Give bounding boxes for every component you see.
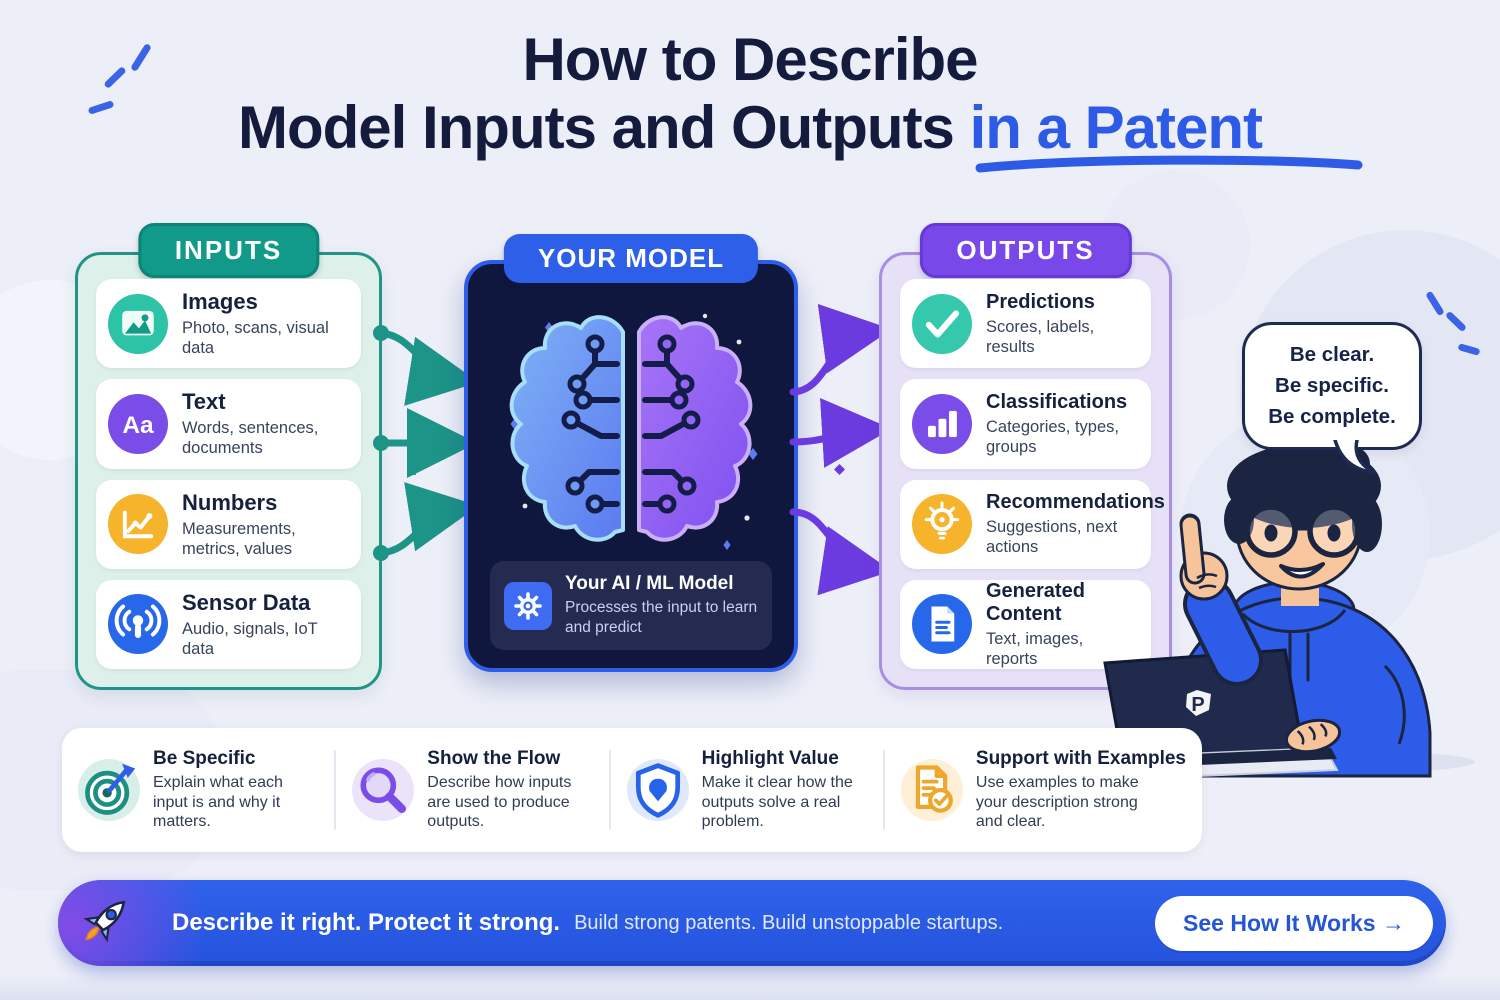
title-accent: in a Patent [970, 95, 1363, 173]
tip-title: Be Specific [153, 748, 256, 770]
speech-bubble: Be clear. Be specific. Be complete. [1242, 322, 1422, 475]
output-item-desc: Text, images, reports [986, 629, 1084, 668]
see-how-it-works-button[interactable]: See How It Works → [1155, 895, 1433, 951]
tip-title: Show the Flow [427, 748, 561, 770]
shield-icon [626, 758, 689, 821]
output-item-title: Classifications [986, 390, 1128, 413]
lightbulb-icon [912, 494, 972, 555]
gear-icon [504, 581, 552, 630]
tip-support-with-examples: Support with Examples Use examples to ma… [885, 748, 1202, 832]
check-icon [912, 293, 972, 354]
tip-desc: Use examples to make your description st… [975, 774, 1139, 831]
outputs-header-badge: OUTPUTS [919, 223, 1132, 278]
document-check-icon [900, 758, 963, 821]
bar-chart-icon [912, 393, 972, 454]
model-card-desc: Processes the input to learn and predict [565, 599, 758, 637]
title-line-2: Model Inputs and Outputs in a Patent [0, 93, 1500, 173]
brain-circuit-icon [509, 313, 758, 550]
divider [608, 750, 611, 830]
model-card-title: Your AI / ML Model [565, 573, 734, 595]
tip-desc: Make it clear how the outputs solve a re… [701, 774, 853, 831]
inputs-header-badge: INPUTS [137, 223, 320, 278]
output-item-classifications: Classifications Categories, types, group… [900, 379, 1151, 469]
banner-headline-bold: Describe it right. Protect it strong. [172, 909, 561, 936]
numbers-icon [108, 494, 168, 555]
speech-bubble-tail [1333, 440, 1376, 475]
document-icon [912, 594, 972, 655]
input-item-desc: Photo, scans, visual data [182, 319, 329, 358]
character-illustration: P [1088, 444, 1475, 778]
tip-desc: Describe how inputs are used to produce … [427, 774, 572, 831]
sparkle-dashes-icon [87, 42, 168, 132]
inputs-panel: INPUTS Images Photo, scans, visual data [75, 223, 382, 690]
output-arrows [789, 304, 882, 595]
outputs-panel: OUTPUTS Predictions Scores, labels, resu… [879, 223, 1172, 690]
output-item-title: Generated Content [986, 579, 1085, 625]
speech-line: Be complete. [1268, 404, 1396, 428]
tip-highlight-value: Highlight Value Make it clear how the ou… [611, 748, 883, 832]
divider [882, 750, 885, 830]
cta-banner: Describe it right. Protect it strong. Bu… [58, 880, 1446, 966]
speech-line: Be specific. [1275, 373, 1389, 397]
target-icon [78, 758, 140, 821]
background-floor [0, 974, 1500, 1000]
output-item-generated-content: Generated Content Text, images, reports [900, 579, 1151, 669]
output-item-desc: Suggestions, next actions [986, 518, 1118, 557]
input-item-sensor-data: Sensor Data Audio, signals, IoT data [96, 579, 361, 669]
page-title: How to Describe Model Inputs and Outputs… [0, 26, 1500, 173]
svg-text:Aa: Aa [122, 412, 154, 439]
input-item-title: Images [182, 289, 258, 314]
sparkle-diamond [834, 464, 845, 475]
model-info-card: Your AI / ML Model Processes the input t… [490, 561, 772, 650]
model-header-badge: YOUR MODEL [503, 234, 759, 283]
output-item-title: Predictions [986, 290, 1095, 313]
tip-desc: Explain what each input is and why it ma… [153, 774, 283, 831]
input-item-images: Images Photo, scans, visual data [96, 279, 361, 369]
input-item-title: Text [182, 389, 226, 415]
underline-swoosh-icon [975, 155, 1363, 173]
input-item-numbers: Numbers Measurements, metrics, values [96, 479, 361, 569]
input-arrows [373, 325, 472, 561]
tip-show-the-flow: Show the Flow Describe how inputs are us… [336, 748, 608, 832]
output-item-predictions: Predictions Scores, labels, results [900, 279, 1151, 369]
title-line-2-dark: Model Inputs and Outputs [238, 93, 955, 161]
magnifier-icon [352, 758, 415, 821]
speech-line: Be clear. [1289, 343, 1375, 366]
rocket-icon [80, 890, 138, 957]
banner-headline-regular: Build strong patents. Build unstoppable … [574, 911, 1004, 934]
output-item-recommendations: Recommendations Suggestions, next action… [900, 479, 1165, 569]
model-panel: YOUR MODEL [464, 234, 798, 672]
text-icon: Aa [108, 393, 168, 454]
tip-title: Support with Examples [975, 748, 1186, 770]
sensor-data-icon [108, 594, 168, 655]
title-line-1: How to Describe [522, 26, 978, 93]
laptop-logo: P [1191, 694, 1204, 716]
input-item-text: Aa Text Words, sentences, documents [96, 379, 361, 469]
tips-bar: Be Specific Explain what each input is a… [62, 728, 1202, 852]
input-item-title: Numbers [182, 489, 278, 515]
images-icon [108, 293, 168, 354]
sparkle-dot [412, 392, 420, 400]
output-item-desc: Scores, labels, results [986, 317, 1095, 356]
tip-be-specific: Be Specific Explain what each input is a… [62, 748, 334, 832]
output-item-title: Recommendations [986, 491, 1165, 513]
input-item-desc: Measurements, metrics, values [182, 519, 296, 558]
input-item-title: Sensor Data [182, 589, 311, 615]
input-item-desc: Words, sentences, documents [182, 419, 319, 458]
input-item-desc: Audio, signals, IoT data [182, 619, 318, 658]
output-item-desc: Categories, types, groups [986, 417, 1119, 456]
divider [334, 750, 337, 830]
tip-title: Highlight Value [701, 748, 839, 770]
sparkle-dashes-icon [1416, 290, 1486, 370]
